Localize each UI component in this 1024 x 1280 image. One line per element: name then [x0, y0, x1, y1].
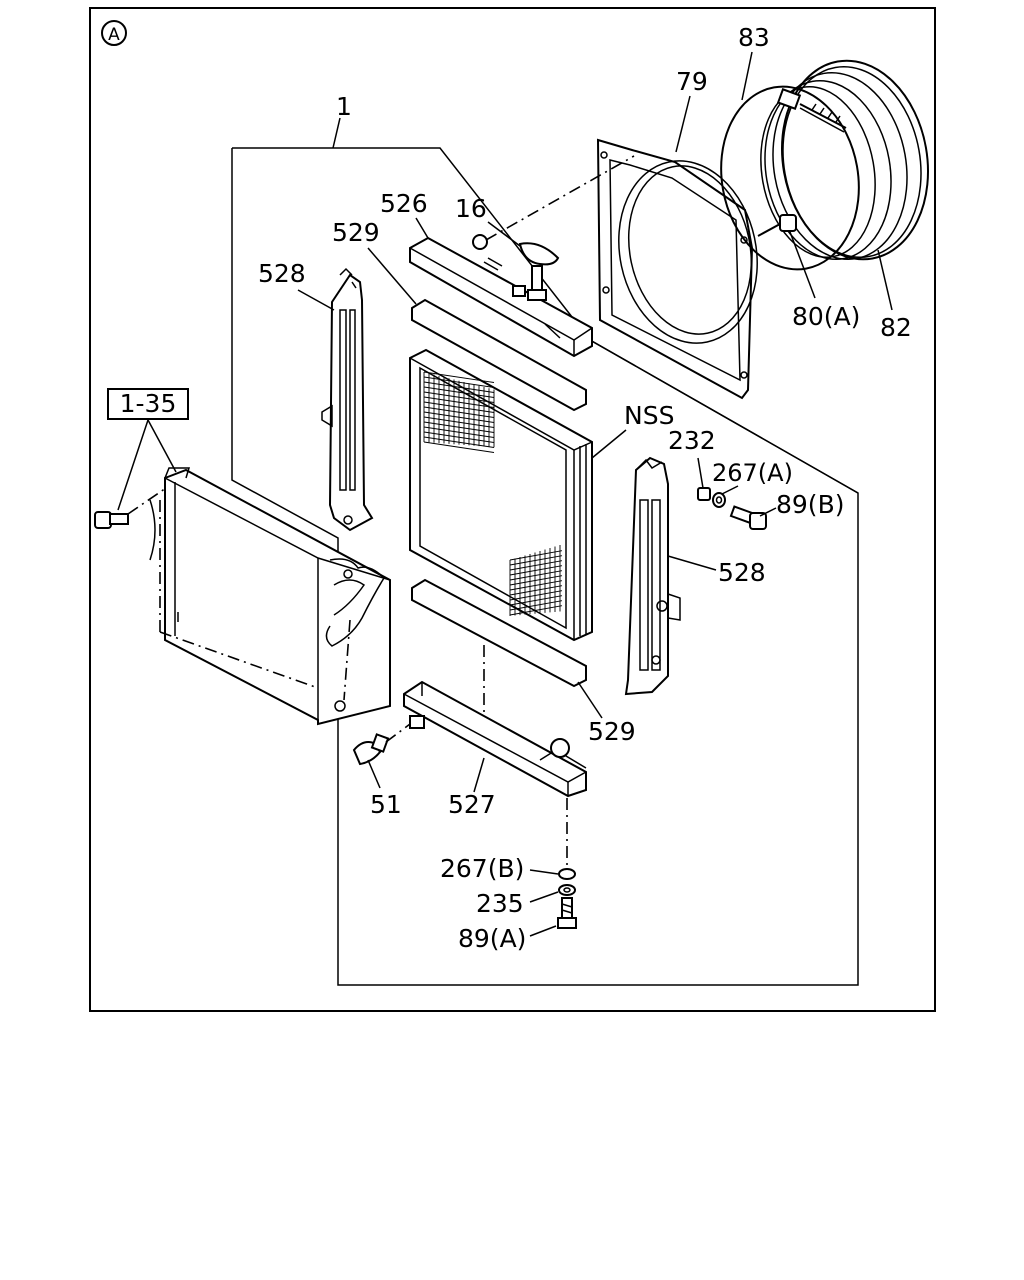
core-tube-line	[423, 406, 495, 418]
core-tube-line	[423, 396, 495, 408]
core-tube-line	[509, 570, 563, 581]
callout-527: 527	[448, 790, 496, 819]
bolt-80a	[757, 214, 797, 237]
callout-529-bottom: 529	[588, 717, 636, 746]
core-tube-line	[509, 595, 563, 606]
callout-79: 79	[676, 67, 708, 96]
fan-ring	[720, 85, 860, 271]
core-tube-line	[509, 590, 563, 601]
core-tube-line	[423, 441, 495, 453]
view-marker-label: A	[108, 25, 120, 45]
core-tube-line	[509, 565, 563, 576]
callout-83: 83	[738, 23, 770, 52]
callout-51: 51	[370, 790, 402, 819]
bottom-seal	[411, 578, 587, 688]
washer-267a	[712, 492, 726, 508]
bolt-89b	[729, 505, 767, 530]
core-tube-line	[509, 605, 563, 616]
callout-1: 1	[336, 92, 352, 121]
view-marker: A	[101, 20, 127, 46]
callout-82: 82	[880, 313, 912, 342]
lower-tank	[403, 680, 587, 798]
core-tube-line	[509, 585, 563, 596]
callout-nss: NSS	[624, 401, 674, 430]
assembly-boundary	[231, 147, 859, 986]
core-grid-top	[423, 371, 495, 453]
core-tube-line	[423, 371, 495, 383]
callout-528-right: 528	[718, 558, 766, 587]
washer-235	[558, 884, 576, 896]
core-tube-line	[423, 436, 495, 448]
core-tube-line	[509, 560, 563, 571]
core-tube-line	[423, 411, 495, 423]
assembly-ref-box	[107, 388, 189, 420]
core-tube-line	[423, 391, 495, 403]
core-tube-line	[423, 401, 495, 413]
core-tube-line	[423, 416, 495, 428]
top-seal	[411, 298, 587, 412]
core-tube-line	[509, 600, 563, 611]
core-tube-line	[423, 376, 495, 388]
core-tube-line	[423, 426, 495, 438]
assembly-boundary-right	[589, 339, 859, 494]
core-tube-line	[509, 575, 563, 586]
bolt-89a	[557, 897, 577, 929]
core-grid-bottom	[509, 545, 563, 616]
core-tube-line	[423, 421, 495, 433]
callout-80a: 80(A)	[792, 302, 860, 331]
callout-235: 235	[476, 889, 524, 918]
callout-529-top: 529	[332, 218, 380, 247]
callout-232: 232	[668, 426, 716, 455]
core-tube-line	[509, 555, 563, 566]
core-tube-line	[509, 580, 563, 591]
callout-267a: 267(A)	[712, 459, 793, 487]
core-tube-line	[423, 431, 495, 443]
core-tube-line	[509, 550, 563, 561]
nut-232	[697, 487, 711, 501]
clamp-bolt	[776, 88, 847, 133]
assembly-ref-label: 1-35	[120, 389, 177, 418]
callout-526: 526	[380, 189, 428, 218]
drain-plug	[352, 733, 390, 766]
right-side-bracket	[624, 456, 681, 696]
outer-frame	[89, 7, 936, 1012]
radiator-core	[409, 348, 593, 642]
radiator-assembly	[149, 467, 391, 726]
left-side-bracket	[321, 267, 374, 532]
callout-267b: 267(B)	[440, 854, 524, 883]
bolt-1-35	[94, 511, 129, 529]
washer-267b	[558, 868, 576, 880]
callout-89a: 89(A)	[458, 924, 526, 953]
callout-89b: 89(B)	[776, 490, 844, 519]
callout-16: 16	[455, 194, 487, 223]
core-tube-line	[423, 386, 495, 398]
upper-tank	[409, 234, 593, 358]
fan-guard	[760, 59, 930, 261]
radiator-cap	[483, 242, 560, 301]
fan-shroud	[596, 138, 758, 400]
callout-528-left: 528	[258, 259, 306, 288]
core-tube-line	[423, 381, 495, 393]
